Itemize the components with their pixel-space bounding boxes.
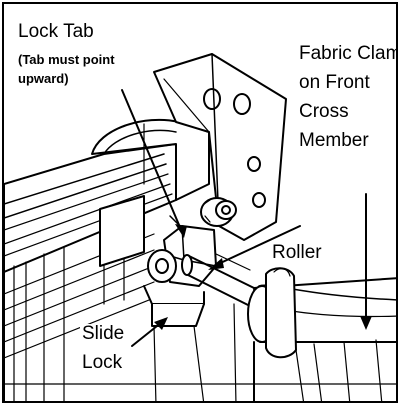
fabric [4,303,396,401]
lock-tab-label: Lock Tab [18,21,94,42]
slide-lock-label-line2: Lock [80,352,125,373]
slide-lock-leader [131,321,163,347]
fabric-clamp-arrowhead [360,316,372,330]
bracket-plate [153,53,287,241]
slide-lock-label-line1: Slide [80,323,127,344]
top-tube [91,118,210,201]
callout-lines [121,89,367,347]
lock-tab-note-line1: (Tab must point [18,52,115,67]
fabric-clamp-label-line1: Fabric Clamp [299,43,396,64]
arrowheads [154,224,372,330]
fabric-clamp-label-line3: Cross [299,101,349,122]
mechanism-illustration [4,53,396,401]
fabric-clamp-label-line2: on Front [299,72,370,93]
roller-label: Roller [270,242,324,263]
diagram-frame: Lock Tab (Tab must point upward) Fabric … [2,2,398,403]
slide-lock-arrowhead [154,317,168,330]
slide-lock-block [143,215,217,327]
roller-shaft [181,253,255,307]
lock-tab-note-line2: upward) [18,71,69,86]
roller-leader [213,225,301,267]
roller-tube [247,267,396,401]
roller-arrowhead [208,258,224,270]
lock-tab-leader [121,89,183,233]
lock-tab-arrowhead [175,224,187,238]
fabric-clamp-label-line4: Member [299,130,369,151]
bolt [200,197,237,227]
side-rail [4,143,177,401]
